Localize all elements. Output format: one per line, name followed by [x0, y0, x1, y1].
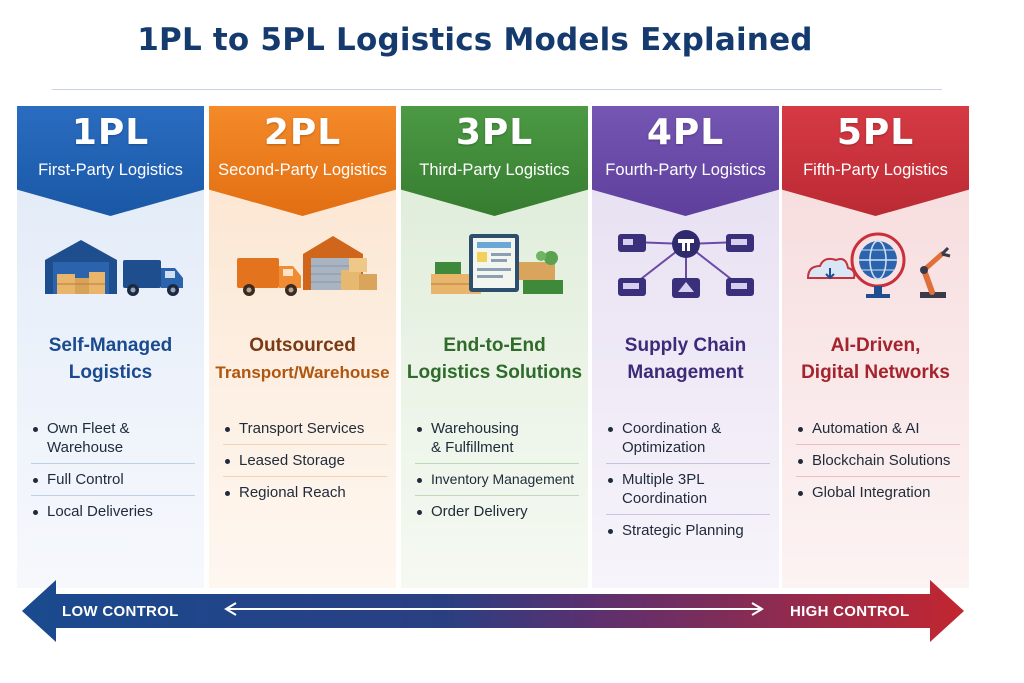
column-code: 2PL — [263, 112, 342, 153]
list-item: Warehousing& Fulfillment — [415, 413, 579, 464]
list-item: Leased Storage — [223, 445, 387, 477]
list-item: Order Delivery — [415, 496, 579, 527]
column-name: Fourth-Party Logistics — [605, 161, 766, 179]
bullet-list: Own Fleet & Warehouse Full Control Local… — [31, 413, 195, 527]
list-item: Full Control — [31, 464, 195, 496]
column-subtitle: AI-Driven,Digital Networks — [801, 335, 950, 383]
list-item: Inventory Management — [415, 464, 579, 496]
low-control-label: LOW CONTROL — [62, 603, 179, 620]
column-5pl: 5PL Fifth-Party Logistics AI-Driven,Digi… — [782, 106, 969, 588]
warehouse-truck-icon — [17, 222, 204, 312]
high-control-label: HIGH CONTROL — [790, 603, 910, 620]
list-item: Transport Services — [223, 413, 387, 445]
list-item: Coordination &Optimization — [606, 413, 770, 464]
column-name: Third-Party Logistics — [419, 161, 570, 179]
column-4pl: 4PL Fourth-Party Logistics — [592, 106, 779, 588]
column-name: First-Party Logistics — [38, 161, 183, 179]
list-item: Strategic Planning — [606, 515, 770, 546]
column-code: 4PL — [646, 112, 725, 153]
network-hub-icon — [592, 222, 779, 312]
column-header: 3PL Third-Party Logistics — [401, 106, 588, 216]
bullet-list: Warehousing& Fulfillment Inventory Manag… — [415, 413, 579, 527]
column-name: Second-Party Logistics — [218, 161, 387, 179]
column-code: 1PL — [71, 112, 150, 153]
list-item: Local Deliveries — [31, 496, 195, 527]
list-item: Global Integration — [796, 477, 960, 508]
column-header: 1PL First-Party Logistics — [17, 106, 204, 216]
control-spectrum-arrow — [22, 580, 964, 642]
list-item: Regional Reach — [223, 477, 387, 508]
globe-robot-arm-icon — [782, 222, 969, 312]
column-header: 5PL Fifth-Party Logistics — [782, 106, 969, 216]
column-code: 5PL — [836, 112, 915, 153]
title-divider — [52, 89, 942, 90]
list-item: Automation & AI — [796, 413, 960, 445]
list-item: Blockchain Solutions — [796, 445, 960, 477]
truck-warehouse-boxes-icon — [209, 222, 396, 312]
tablet-boxes-icon — [401, 222, 588, 312]
column-name: Fifth-Party Logistics — [803, 161, 948, 179]
page-title: 1PL to 5PL Logistics Models Explained — [137, 22, 813, 58]
column-code: 3PL — [455, 112, 534, 153]
bullet-list: Transport Services Leased Storage Region… — [223, 413, 387, 508]
column-header: 4PL Fourth-Party Logistics — [592, 106, 779, 216]
column-header: 2PL Second-Party Logistics — [209, 106, 396, 216]
list-item: Own Fleet & Warehouse — [31, 413, 195, 464]
bullet-list: Automation & AI Blockchain Solutions Glo… — [796, 413, 960, 508]
